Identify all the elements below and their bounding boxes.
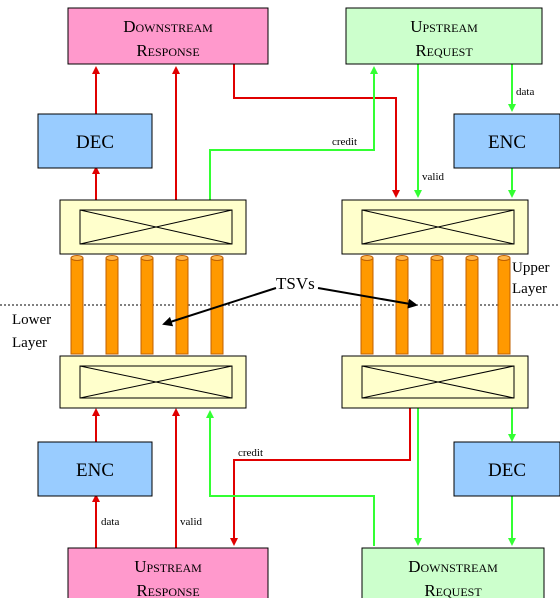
tsv-cylinder: [497, 255, 511, 355]
tsv-cylinder: [465, 255, 479, 355]
tsv-cylinder: [175, 255, 189, 355]
upper-layer-label: Layer: [512, 281, 547, 297]
upstream-response-bottom-line2: Response: [136, 581, 199, 598]
upstream-request-top-block: Upstream Request: [345, 7, 543, 65]
dec-right-bottom-label: DEC: [488, 460, 526, 481]
wire-credit-bottom-red: [230, 406, 411, 546]
downstream-response-top-line2: Response: [136, 41, 199, 60]
credit-top-label: credit: [332, 136, 357, 148]
downstream-request-bottom-line1: Downstream: [408, 557, 498, 576]
wire-response-to-right-xbar: [233, 64, 400, 198]
enc-left-bottom-block: ENC: [37, 441, 153, 497]
valid-top-label: valid: [422, 171, 444, 183]
left-upper-crossbar: [59, 199, 247, 255]
upstream-request-top-line2: Request: [415, 41, 473, 60]
data-top-label: data: [516, 86, 534, 98]
right-upper-crossbar: [341, 199, 529, 255]
wire-downstream-request-green: [206, 410, 375, 546]
dec-right-bottom-block: DEC: [453, 441, 560, 497]
wire-credit-top: [209, 66, 378, 200]
downstream-response-top-line1: Downstream: [123, 17, 213, 36]
lower-layer-label: Layer: [12, 335, 47, 351]
tsvs-label: TSVs: [276, 274, 315, 293]
enc-left-bottom-label: ENC: [76, 460, 114, 481]
lower-label: Lower: [12, 312, 51, 328]
dec-left-block: DEC: [37, 113, 153, 169]
enc-right-top-label: ENC: [488, 132, 526, 153]
upper-label: Upper: [512, 260, 550, 276]
dec-left-label: DEC: [76, 132, 114, 153]
downstream-request-bottom-line2: Request: [424, 581, 482, 598]
right-tsv-group: [360, 255, 511, 355]
upstream-response-bottom-line1: Upstream: [134, 557, 202, 576]
tsvs-pointer-right: [317, 287, 418, 309]
left-tsv-group: [70, 255, 224, 355]
data-bottom-label: data: [101, 516, 119, 528]
tsv-cylinder: [140, 255, 154, 355]
tsv-cylinder: [395, 255, 409, 355]
enc-right-top-block: ENC: [453, 113, 560, 169]
valid-bottom-label: valid: [180, 516, 202, 528]
upstream-request-top-line1: Upstream: [410, 17, 478, 36]
credit-bottom-label: credit: [238, 447, 263, 459]
tsvs-pointer-left: [162, 287, 277, 327]
tsv-cylinder: [70, 255, 84, 355]
tsv-cylinder: [360, 255, 374, 355]
downstream-response-top-block: Downstream Response: [67, 7, 269, 65]
downstream-request-bottom-block: Downstream Request: [361, 547, 545, 598]
tsv-cylinder: [430, 255, 444, 355]
tsv-cylinder: [105, 255, 119, 355]
upstream-response-bottom-block: Upstream Response: [67, 547, 269, 598]
left-lower-crossbar: [59, 355, 247, 409]
right-lower-crossbar: [341, 355, 529, 409]
